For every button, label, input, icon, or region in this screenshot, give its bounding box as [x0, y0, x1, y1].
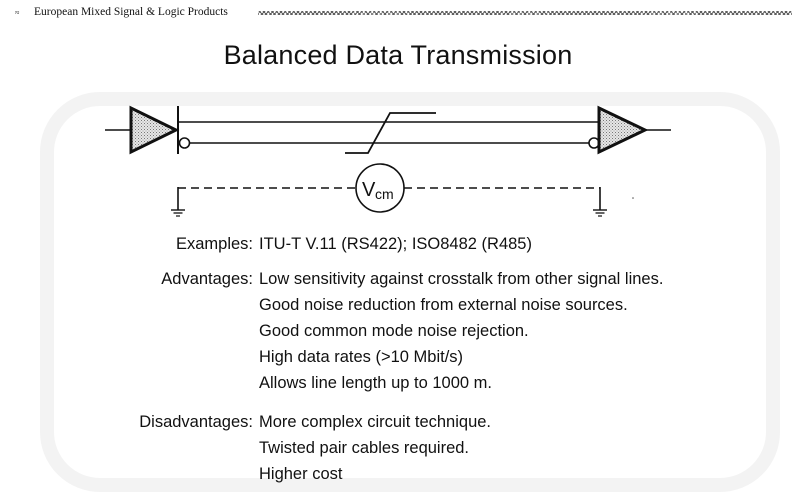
advantages-row: Good noise reduction from external noise…: [0, 296, 796, 318]
disadvantages-row: Higher cost: [0, 465, 796, 487]
common-mode-path: V cm: [178, 163, 600, 213]
advantages-row: High data rates (>10 Mbit/s): [0, 348, 796, 370]
ground-right-icon: [593, 187, 607, 217]
background-watermark: [40, 92, 780, 492]
advantage-item: High data rates (>10 Mbit/s): [259, 348, 464, 366]
disadvantage-item: More complex circuit technique.: [259, 413, 492, 431]
disadvantages-label: Disadvantages:: [139, 413, 253, 431]
advantage-item: Good noise reduction from external noise…: [259, 296, 628, 314]
receiver-triangle-icon: [597, 105, 649, 155]
driver-triangle-icon: [129, 105, 180, 155]
examples-item: ITU-T V.11 (RS422); ISO8482 (R485): [259, 235, 532, 253]
page-header: ≈ European Mixed Signal & Logic Products: [0, 6, 796, 22]
twisted-pair-lines: [178, 121, 599, 144]
disadvantages-row: Twisted pair cables required.: [0, 439, 796, 461]
disadvantage-item: Higher cost: [259, 465, 343, 483]
header-text: European Mixed Signal & Logic Products: [34, 6, 228, 18]
speck: [632, 197, 634, 199]
signal-transition-icon: [345, 112, 436, 154]
header-decorative-rule: [258, 11, 792, 15]
driver-inverting-bubble-icon: [178, 137, 191, 149]
examples-row: Examples: ITU-T V.11 (RS422); ISO8482 (R…: [0, 235, 796, 257]
line-receiver: [588, 105, 671, 155]
vcm-label: V: [362, 179, 376, 201]
balanced-transmission-diagram: V cm: [105, 105, 671, 217]
advantage-item: Allows line length up to 1000 m.: [259, 374, 492, 392]
ground-left-icon: [171, 187, 185, 217]
disadvantages-row: Disadvantages: More complex circuit tech…: [0, 413, 796, 435]
advantages-label: Advantages:: [161, 270, 253, 288]
advantage-item: Good common mode noise rejection.: [259, 322, 529, 340]
advantages-row: Advantages: Low sensitivity against cros…: [0, 270, 796, 292]
header-logo-icon: ≈: [15, 8, 20, 17]
line-driver: [105, 105, 191, 155]
vcm-source-icon: [355, 163, 405, 213]
advantages-row: Allows line length up to 1000 m.: [0, 374, 796, 396]
disadvantage-item: Twisted pair cables required.: [259, 439, 470, 457]
advantage-item: Low sensitivity against crosstalk from o…: [259, 270, 664, 288]
examples-label: Examples:: [175, 235, 253, 253]
vcm-label-subscript: cm: [375, 186, 394, 202]
advantages-row: Good common mode noise rejection.: [0, 322, 796, 344]
slide-title: Balanced Data Transmission: [223, 40, 573, 70]
